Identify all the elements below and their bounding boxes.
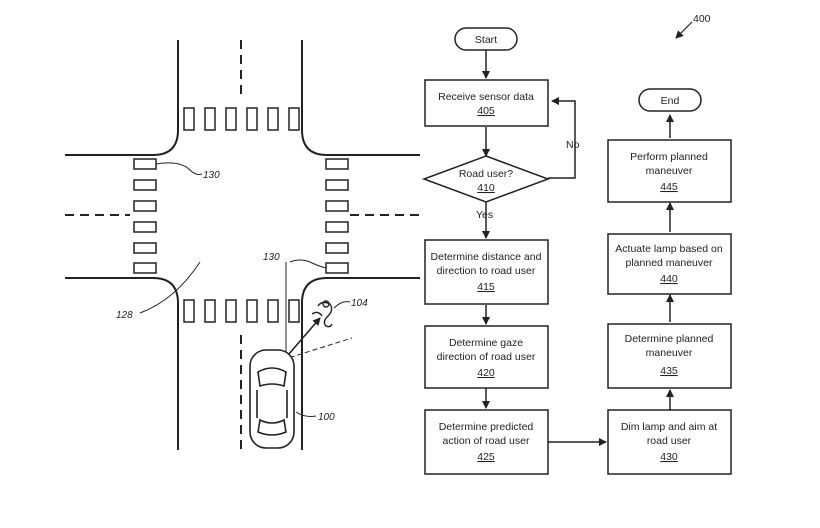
step-430-number: 430 bbox=[660, 451, 678, 463]
decision-410-diamond: Road user? 410 bbox=[421, 155, 551, 203]
curb-top-left bbox=[65, 40, 179, 156]
crosswalk-bottom bbox=[183, 299, 300, 323]
step-425-number: 425 bbox=[477, 451, 495, 463]
decision-410-label: Road user? bbox=[459, 168, 513, 180]
step-435-line1: Determine planned bbox=[625, 333, 714, 345]
ref-130-bottom: 130 bbox=[263, 252, 280, 263]
step-420-box: Determine gaze direction of road user 42… bbox=[424, 325, 549, 389]
vehicle-100 bbox=[249, 349, 295, 449]
crosswalk-right bbox=[325, 158, 349, 274]
end-label: End bbox=[661, 95, 680, 107]
step-405-box: Receive sensor data 405 bbox=[424, 79, 549, 127]
step-430-line2: road user bbox=[647, 435, 692, 447]
decision-410-number: 410 bbox=[477, 182, 495, 194]
ref-100: 100 bbox=[318, 412, 335, 423]
start-terminal: Start bbox=[454, 27, 518, 51]
step-435-box: Determine planned maneuver 435 bbox=[607, 323, 732, 389]
end-terminal: End bbox=[638, 88, 702, 112]
step-440-line1: Actuate lamp based on bbox=[615, 243, 723, 255]
crosswalk-top bbox=[183, 107, 300, 131]
step-445-line2: maneuver bbox=[646, 165, 693, 177]
step-420-line1: Determine gaze bbox=[449, 337, 523, 349]
step-405-line1: Receive sensor data bbox=[438, 91, 534, 103]
curb-top-right bbox=[301, 40, 420, 156]
step-425-line2: action of road user bbox=[443, 435, 530, 447]
step-420-number: 420 bbox=[477, 367, 495, 379]
step-445-number: 445 bbox=[660, 181, 678, 193]
step-445-box: Perform planned maneuver 445 bbox=[607, 139, 732, 203]
start-label: Start bbox=[475, 34, 497, 46]
road-user-104 bbox=[311, 300, 333, 328]
step-415-line2: direction to road user bbox=[437, 265, 536, 277]
step-415-line1: Determine distance and bbox=[431, 251, 542, 263]
figure-ref-400: 400 bbox=[693, 13, 711, 25]
step-440-line2: planned maneuver bbox=[626, 257, 713, 269]
crosswalk-left bbox=[133, 158, 157, 274]
step-405-number: 405 bbox=[477, 105, 495, 117]
step-440-number: 440 bbox=[660, 273, 678, 285]
step-435-number: 435 bbox=[660, 365, 678, 377]
intersection-drawing bbox=[65, 40, 420, 450]
reference-leaders bbox=[139, 162, 351, 417]
step-440-box: Actuate lamp based on planned maneuver 4… bbox=[607, 233, 732, 295]
ref-104: 104 bbox=[351, 298, 368, 309]
step-420-line2: direction of road user bbox=[437, 351, 536, 363]
curb-bottom-left bbox=[65, 277, 179, 450]
ref-128: 128 bbox=[116, 310, 133, 321]
step-435-line2: maneuver bbox=[646, 347, 693, 359]
curb-bottom-right bbox=[301, 277, 420, 450]
step-430-box: Dim lamp and aim at road user 430 bbox=[607, 409, 732, 475]
step-445-line1: Perform planned bbox=[630, 151, 708, 163]
no-label: No bbox=[566, 139, 580, 151]
step-425-line1: Determine predicted bbox=[439, 421, 534, 433]
yes-label: Yes bbox=[476, 209, 493, 221]
step-430-line1: Dim lamp and aim at bbox=[621, 421, 717, 433]
step-425-box: Determine predicted action of road user … bbox=[424, 409, 549, 475]
step-415-box: Determine distance and direction to road… bbox=[424, 239, 549, 305]
flow-connectors bbox=[482, 50, 674, 446]
step-415-number: 415 bbox=[477, 281, 495, 293]
ref-130-top: 130 bbox=[203, 170, 220, 181]
